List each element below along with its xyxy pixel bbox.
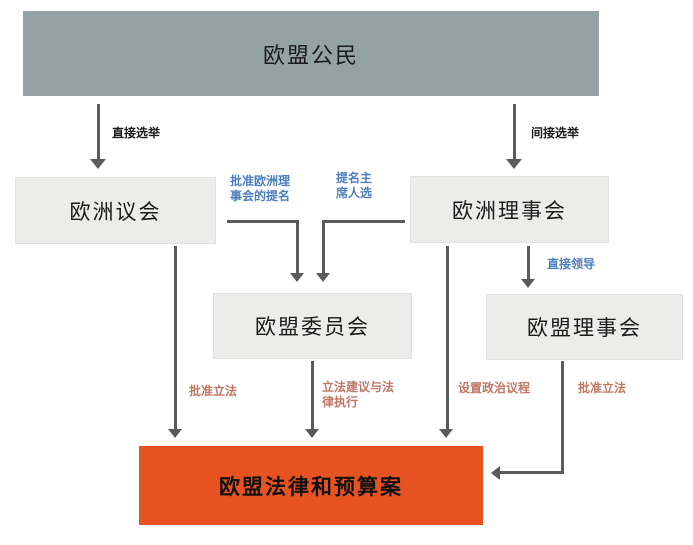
arrow-line [446,246,449,429]
parliament-node: 欧洲议会 [15,177,216,244]
arrowhead-down-icon [521,279,535,288]
citizens-label: 欧盟公民 [262,42,359,68]
approve-legislation-left-label: 批准立法 [189,384,238,398]
direct-leadership-label: 直接领导 [547,257,596,271]
parliament-label: 欧洲议会 [69,200,162,224]
indirect-election-label: 间接选举 [531,126,580,140]
commission-label: 欧盟委员会 [255,316,370,339]
arrow-line [311,361,314,429]
arrow-line [227,220,299,223]
legislative-proposals-label: 立法建议与法 律执行 [322,380,395,409]
arrowhead-down-icon [90,159,106,169]
nominate-president-label: 提名主 席人选 [336,171,373,200]
arrowhead-left-icon [491,466,500,480]
arrow-line [513,104,516,159]
arrow-line [500,471,564,474]
citizens-node: 欧盟公民 [23,11,599,96]
laws-budget-node: 欧盟法律和预算案 [139,446,483,525]
arrow-line [97,104,100,159]
direct-election-label: 直接选举 [112,126,161,140]
arrowhead-down-icon [439,429,453,438]
council-of-eu-label: 欧盟理事会 [527,317,642,340]
arrow-line [322,220,325,273]
arrow-line [296,220,299,273]
arrow-line [527,246,530,279]
arrowhead-down-icon [168,429,182,438]
arrowhead-down-icon [506,159,522,169]
set-political-agenda-label: 设置政治议程 [458,381,531,395]
arrowhead-down-icon [305,429,319,438]
commission-node: 欧盟委员会 [213,293,412,359]
laws-budget-label: 欧盟法律和预算案 [219,475,403,499]
arrow-line [322,220,405,223]
arrow-line [561,361,564,474]
european-council-node: 欧洲理事会 [410,176,609,243]
arrow-line [174,246,177,429]
approve-nomination-label: 批准欧洲理 事会的提名 [230,174,291,203]
arrowhead-down-icon [290,273,304,282]
arrowhead-down-icon [316,273,330,282]
council-of-eu-node: 欧盟理事会 [486,294,683,360]
european-council-label: 欧洲理事会 [452,199,567,223]
approve-legislation-right-label: 批准立法 [578,381,627,395]
